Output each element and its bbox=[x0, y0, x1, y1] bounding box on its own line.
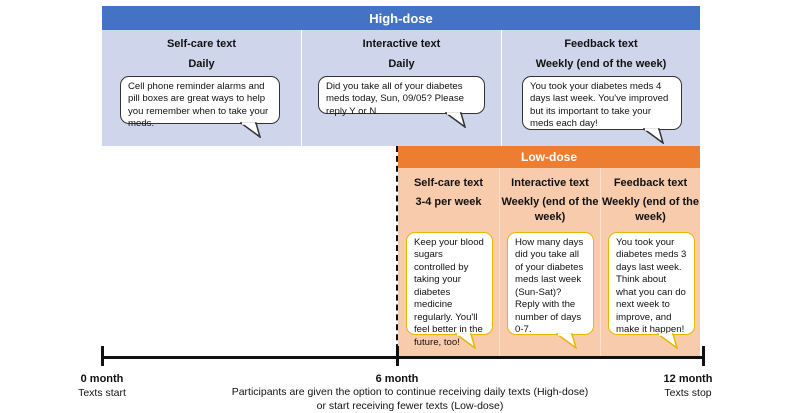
column-title: Interactive text bbox=[511, 177, 589, 189]
text-message-bubble: You took your diabetes meds 4 days last … bbox=[522, 76, 682, 130]
timeline-axis bbox=[101, 356, 705, 359]
column-title: Self-care text bbox=[413, 177, 484, 189]
bubble-tail-icon bbox=[445, 112, 467, 128]
six-month-marker-line bbox=[396, 146, 398, 360]
text-message-bubble: Did you take all of your diabetes meds t… bbox=[318, 76, 485, 117]
low-dose-divider bbox=[499, 168, 500, 356]
low-dose-feedback-column: Feedback text Weekly (end of the week) bbox=[601, 168, 700, 356]
timeline-tick-start bbox=[101, 346, 104, 366]
text-message-bubble: Keep your blood sugars controlled by tak… bbox=[406, 232, 493, 348]
high-dose-header: High-dose bbox=[102, 6, 700, 30]
timeline-note: Participants are given the option to con… bbox=[200, 386, 620, 413]
text-message-bubble: Cell phone reminder alarms and pill boxe… bbox=[120, 76, 280, 129]
bubble-tail-icon bbox=[240, 122, 262, 138]
timeline-tick-end bbox=[702, 346, 705, 366]
timeline-start-label: 0 month bbox=[80, 373, 124, 385]
high-dose-interactive-column: Interactive text Daily bbox=[302, 30, 501, 146]
timeline-mid-label: 6 month bbox=[375, 373, 419, 385]
low-dose-header: Low-dose bbox=[398, 146, 700, 168]
timeline-tick-mid bbox=[396, 346, 399, 366]
high-dose-feedback-column: Feedback text Weekly (end of the week) bbox=[502, 30, 700, 146]
low-dose-interactive-column: Interactive text Weekly (end of the week… bbox=[500, 168, 600, 356]
high-dose-divider bbox=[501, 30, 502, 146]
bubble-tail-icon bbox=[556, 333, 578, 349]
high-dose-self-care-column: Self-care text Daily bbox=[102, 30, 301, 146]
column-title: Feedback text bbox=[613, 177, 688, 189]
column-frequency: Weekly (end of the week) bbox=[535, 58, 667, 70]
timeline-end-label: 12 month bbox=[663, 373, 713, 385]
low-dose-divider bbox=[600, 168, 601, 356]
low-dose-self-care-column: Self-care text 3-4 per week bbox=[398, 168, 499, 356]
timeline-note-line1: Participants are given the option to con… bbox=[231, 386, 589, 398]
column-frequency: Weekly (end of the week) bbox=[602, 196, 699, 223]
bubble-tail-icon bbox=[643, 128, 665, 144]
timeline-end-sub: Texts stop bbox=[664, 387, 712, 399]
column-frequency: Daily bbox=[388, 58, 415, 70]
bubble-tail-icon bbox=[657, 333, 679, 349]
bubble-tail-icon bbox=[455, 333, 477, 349]
column-frequency: 3-4 per week bbox=[415, 196, 482, 208]
timeline-note-line2: or start receiving fewer texts (Low-dose… bbox=[316, 399, 504, 412]
column-title: Interactive text bbox=[362, 38, 441, 50]
column-title: Self-care text bbox=[166, 38, 237, 50]
column-frequency: Daily bbox=[188, 58, 215, 70]
text-message-bubble: How many days did you take all of your d… bbox=[507, 232, 594, 335]
column-frequency: Weekly (end of the week) bbox=[501, 196, 599, 223]
high-dose-divider bbox=[301, 30, 302, 146]
timeline-start-sub: Texts start bbox=[78, 387, 126, 399]
text-message-bubble: You took your diabetes meds 3 days last … bbox=[608, 232, 695, 335]
column-title: Feedback text bbox=[564, 38, 638, 50]
